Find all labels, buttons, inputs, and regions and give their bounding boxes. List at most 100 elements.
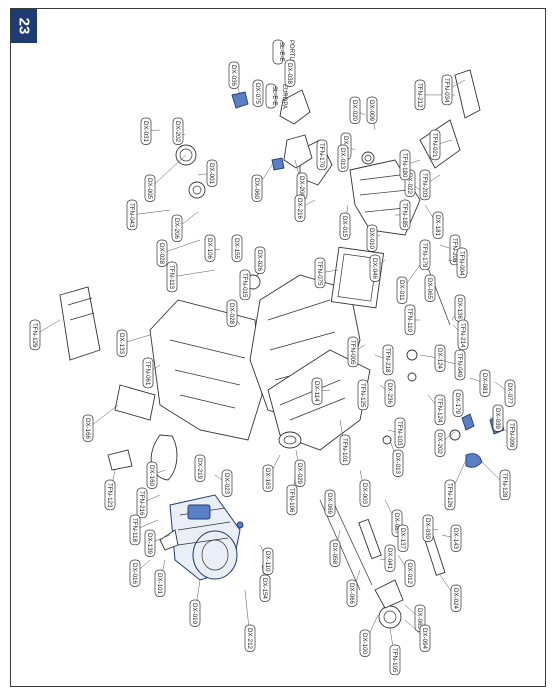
part-number-label: DX-024: [452, 588, 459, 610]
part-number-label: TFN-214: [459, 323, 466, 348]
callout-bubble: [154, 569, 166, 597]
part-callout: DX-081: [469, 369, 491, 397]
part-callout: TFN-185: [394, 199, 411, 231]
part-callout: DX-236: [379, 379, 396, 407]
part-callout: TFN-103: [387, 417, 406, 449]
callout-bubble: [394, 417, 406, 449]
part-callout: TFN-015: [239, 269, 251, 301]
callout-bubble: [262, 464, 274, 492]
part-number-label: DX-133: [118, 333, 125, 355]
part-number-label: DX-100: [361, 633, 368, 655]
part-callout: TFN-170: [316, 139, 328, 171]
callout-bubble: [432, 211, 444, 239]
callout-bubble: [404, 559, 416, 587]
callout-bubble: [82, 414, 94, 442]
part-callout: TFN-009: [504, 419, 518, 451]
callout-bubble: [221, 469, 233, 497]
part-number-label: TFN-129: [31, 323, 38, 348]
part-number-label: DX-022: [406, 173, 413, 195]
callout-bubble: [506, 419, 518, 451]
callout-bubble: [504, 379, 516, 407]
part-callout: DX-110: [259, 544, 274, 575]
callout-bubble: [126, 199, 138, 231]
part-callout: DX-013: [389, 439, 404, 477]
part-callout: DX-139: [144, 529, 171, 557]
callout-bubble: [252, 79, 264, 107]
part-callout: DX-028: [156, 239, 201, 267]
part-number-label: DX-202: [436, 433, 443, 455]
part-number-label: DX-013: [394, 453, 401, 475]
part-number-label: TFN-170: [318, 143, 325, 168]
part-callout: DX-206: [171, 211, 199, 242]
part-number-label: DX-155: [233, 238, 240, 260]
callout-bubble: [171, 214, 183, 242]
part-number-label: DX-065: [426, 278, 433, 300]
part-number-label: DX-106: [206, 238, 213, 260]
callout-bubble: [366, 96, 378, 124]
part-callout: TFN-125: [357, 379, 369, 411]
callout-bubble: [359, 629, 371, 657]
part-number-label: DX-058: [331, 543, 338, 565]
part-callout: TFN-110: [404, 304, 421, 336]
part-number-label: DX-030: [424, 518, 431, 540]
part-callout: TFN-179: [419, 239, 431, 271]
electric-motor: [159, 494, 241, 581]
callout-bubble: [140, 117, 152, 145]
callout-bubble: [492, 404, 504, 432]
part-callout: DX-039: [489, 404, 504, 432]
callout-bubble: [129, 514, 141, 546]
callout-bubble: [404, 304, 416, 336]
part-callout: DX-013: [337, 144, 349, 172]
callout-bubble: [366, 224, 378, 252]
part-callout: DX-010: [366, 224, 381, 252]
callout-bubble: [324, 489, 336, 517]
part-callout: DX-010: [189, 579, 201, 627]
part-number-label: TFN-106: [288, 488, 295, 513]
part-callout: DX-114: [311, 377, 331, 405]
part-callout: TFN-124: [427, 394, 446, 426]
part-callout: DX-005: [144, 154, 187, 202]
leader-line: [171, 269, 216, 278]
part-number-label: TFN-009: [508, 423, 515, 448]
callout-bubble: [144, 174, 156, 202]
part-callout: DX-001: [197, 159, 218, 187]
part-callout: DX-212: [244, 589, 256, 652]
left-panels: [59, 286, 156, 471]
part-callout: DX-100: [359, 614, 379, 657]
callout-bubble: [397, 524, 409, 552]
part-callout: DX-106: [204, 234, 221, 262]
callout-bubble: [399, 199, 411, 231]
part-number-label: DX-101: [156, 573, 163, 595]
callout-bubble: [316, 139, 328, 171]
part-number-label: TFN-061: [144, 361, 151, 386]
part-number-label: TFN-180: [401, 153, 408, 178]
part-number-label: DX-216: [296, 198, 303, 220]
part-callout: TFN-105: [389, 627, 401, 676]
part-callout: TFN-218: [374, 344, 394, 376]
part-number-label: DX-081: [481, 373, 488, 395]
callout-bubble: [479, 369, 491, 397]
callout-bubble: [294, 194, 306, 222]
part-number-label: DX-166: [84, 418, 91, 440]
part-callout: TFN-034: [441, 74, 466, 106]
part-number-label: DX-114: [313, 381, 320, 402]
part-callout: DX-011: [396, 264, 421, 304]
part-number-label: DX-202: [174, 121, 181, 143]
part-callout: DX-066: [346, 569, 361, 607]
callout-bubble: [339, 212, 351, 240]
callout-bubble: [129, 559, 141, 587]
part-callout: DX-029: [294, 449, 306, 487]
callout-bubble: [389, 644, 401, 676]
part-number-label: DX-154: [261, 578, 268, 600]
callout-bubble: [284, 59, 296, 87]
part-callout: DX-041: [379, 544, 396, 572]
part-number-label: DX-094: [421, 628, 428, 650]
part-callout: TFN-005: [347, 336, 366, 368]
part-number-label: TFN-179: [421, 243, 428, 268]
part-number-label: DX-236: [386, 383, 393, 405]
part-callout: DX-026: [254, 246, 266, 274]
part-number-label: DX-077: [506, 383, 513, 405]
part-callout: DX-031: [140, 117, 161, 145]
part-callout: TFN-126: [444, 459, 467, 511]
callout-bubble: [450, 584, 462, 612]
